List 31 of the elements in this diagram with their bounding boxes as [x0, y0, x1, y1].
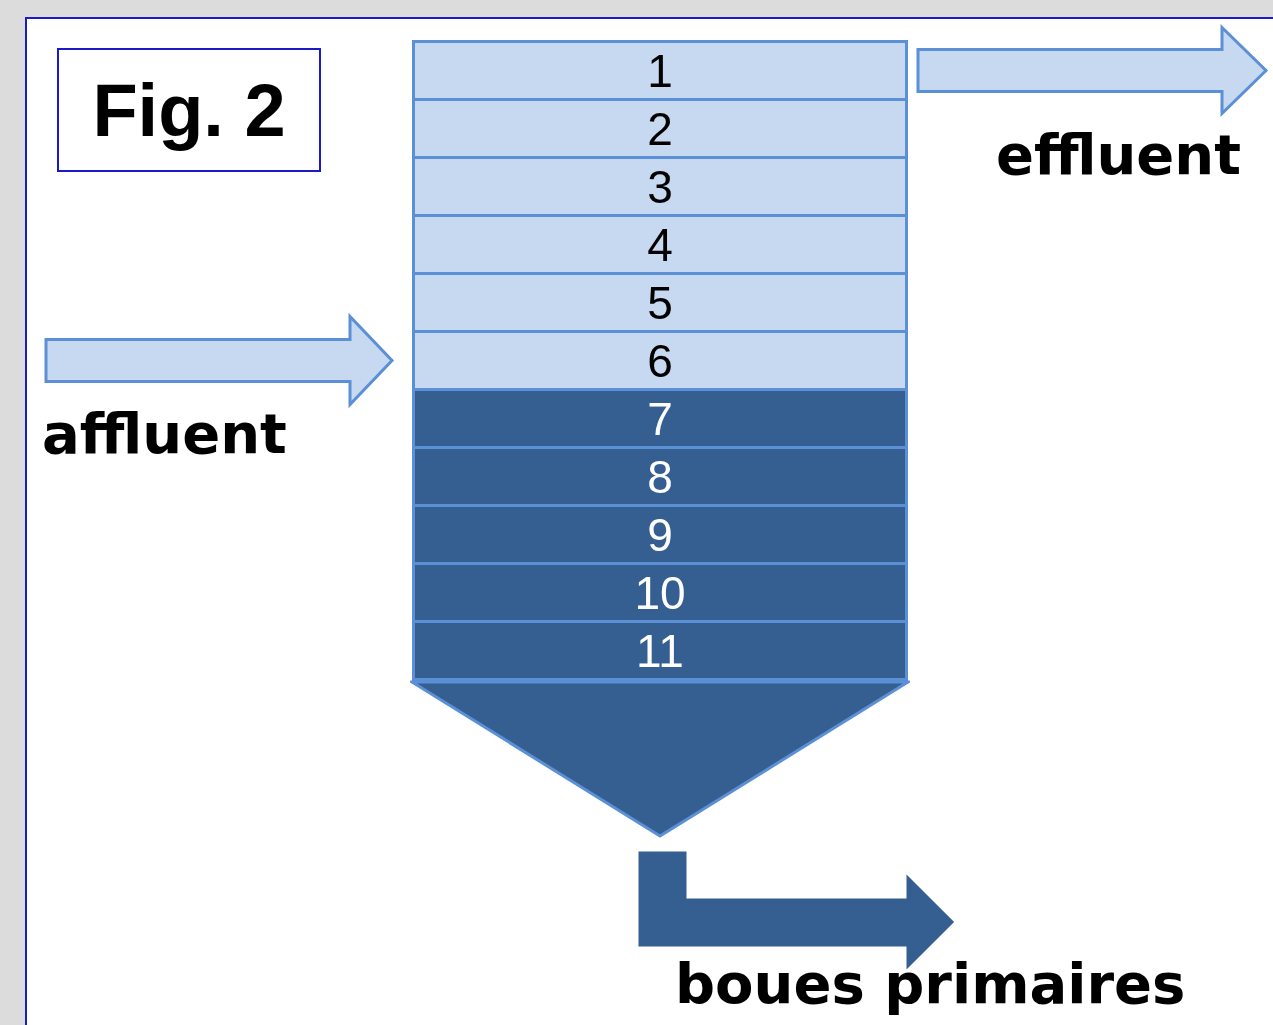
- tank-layer: [412, 504, 908, 565]
- tank-layer: [412, 388, 908, 449]
- layer-number: 3: [647, 159, 673, 214]
- block-arrow: [44, 312, 395, 409]
- edge-label: affluent: [42, 400, 287, 466]
- layer-number: 5: [647, 275, 673, 330]
- layer-number: 9: [647, 507, 673, 562]
- tank-layer: [412, 272, 908, 333]
- block-arrow: [916, 23, 1269, 118]
- tank-layer: [412, 562, 908, 623]
- layer-number: 10: [634, 565, 686, 620]
- layer-number: 1: [647, 43, 673, 98]
- tank-layer: [412, 446, 908, 507]
- layer-number: 6: [647, 333, 673, 388]
- layer-number: 11: [636, 623, 684, 678]
- hopper-cone: [410, 680, 910, 840]
- layer-number: 7: [647, 391, 673, 446]
- tank-layer: [412, 156, 908, 217]
- tank-layer: [412, 40, 908, 101]
- figure-number: Fig. 2: [92, 67, 286, 153]
- figure-label-box: [57, 48, 321, 172]
- edge-label: boues primaires: [675, 951, 1186, 1016]
- layer-number: 4: [647, 217, 673, 272]
- tank-layer: [412, 214, 908, 275]
- edge-label: effluent: [996, 121, 1241, 187]
- tank-layer: [412, 330, 908, 391]
- tank-layer: [412, 98, 908, 159]
- layer-number: 8: [647, 449, 673, 504]
- layer-number: 2: [647, 101, 673, 156]
- tank-layer: [412, 620, 908, 681]
- block-arrow: [638, 851, 955, 970]
